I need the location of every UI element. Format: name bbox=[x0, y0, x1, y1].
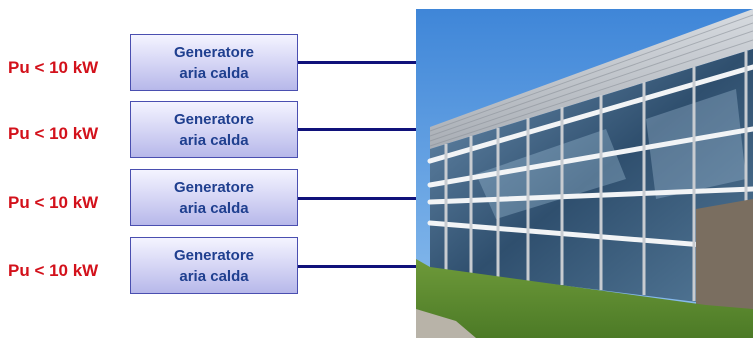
power-label-4: Pu < 10 kW bbox=[8, 261, 99, 280]
generator-box-2: Generatore aria calda bbox=[130, 101, 298, 158]
generator-box-4: Generatore aria calda bbox=[130, 237, 298, 294]
generator-box-3: Generatore aria calda bbox=[130, 169, 298, 226]
building-facade-photo bbox=[416, 9, 753, 338]
power-label-2: Pu < 10 kW bbox=[8, 124, 99, 143]
generator-box-1: Generatore aria calda bbox=[130, 34, 298, 91]
power-label-3: Pu < 10 kW bbox=[8, 193, 99, 212]
power-label-1: Pu < 10 kW bbox=[8, 58, 99, 77]
